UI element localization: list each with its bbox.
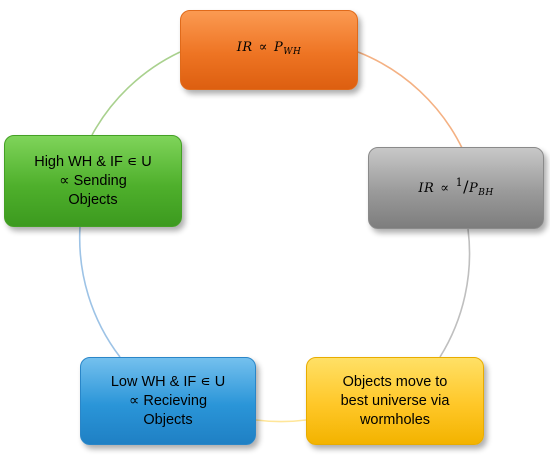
node-text-line: Objects: [143, 411, 193, 428]
node-text-line: ∝ Sending: [59, 172, 127, 189]
formula-operator: ∝: [258, 40, 268, 55]
node-text: High WH & IF ∊ U ∝ Sending Objects: [34, 153, 152, 210]
connector-bottom-left-to-left: [78, 226, 121, 358]
connector-bottom-right-to-bottom-left: [255, 419, 307, 423]
node-ir-proportional-pwh: IR ∝ PWH: [180, 10, 358, 90]
node-high-wh-sending: High WH & IF ∊ U ∝ Sending Objects: [4, 135, 182, 227]
formula-rhs-var: P: [273, 40, 284, 55]
connector-top-to-right: [357, 51, 464, 151]
node-text-line: Objects: [68, 191, 118, 208]
node-text: Objects move to best universe via wormho…: [341, 373, 450, 430]
node-low-wh-receiving: Low WH & IF ∊ U ∝ Recieving Objects: [80, 357, 256, 445]
formula-rhs-sub: BH: [478, 188, 494, 198]
formula-rhs-sub: WH: [283, 47, 302, 57]
node-ir-proportional-inverse-pbh: IR ∝ 1/PBH: [368, 147, 544, 229]
node-text: Low WH & IF ∊ U ∝ Recieving Objects: [111, 373, 225, 430]
node-text-line: Objects move to: [342, 373, 448, 390]
node-text-line: High WH & IF ∊ U: [34, 153, 152, 170]
connector-right-to-bottom-right: [439, 228, 471, 358]
formula-rhs-var: P: [468, 181, 479, 196]
node-text-line: ∝ Recieving: [128, 392, 208, 409]
formula-operator: ∝: [440, 181, 450, 196]
node-text-line: Low WH & IF ∊ U: [110, 373, 226, 390]
node-objects-move: Objects move to best universe via wormho…: [306, 357, 484, 445]
formula-lhs: IR: [236, 40, 253, 55]
node-text-line: wormholes: [359, 411, 431, 428]
formula-ir-inverse-pbh: IR ∝ 1/PBH: [418, 173, 493, 203]
connector-left-to-top: [91, 51, 181, 136]
formula-ir-pwh: IR ∝ PWH: [237, 38, 302, 62]
formula-lhs: IR: [418, 181, 435, 196]
formula-numerator: 1: [455, 176, 464, 189]
formula-slash: /: [463, 177, 469, 196]
node-text-line: best universe via: [340, 392, 450, 409]
